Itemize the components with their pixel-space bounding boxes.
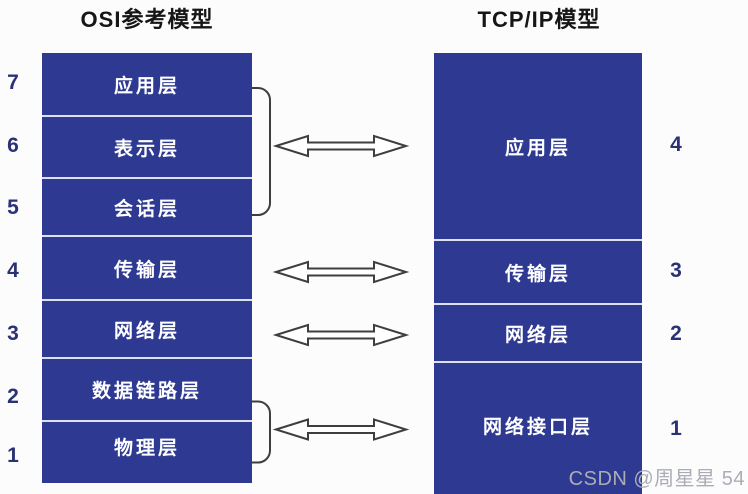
osi-layer-number: 6: [7, 134, 19, 157]
osi-layer-number: 5: [7, 196, 19, 219]
tcpip-layer-number: 1: [670, 416, 682, 440]
tcpip-layer-row: 传输层: [434, 239, 642, 303]
osi-layer-row: 数据链路层: [42, 357, 252, 420]
osi-layer-number: 2: [7, 384, 19, 408]
osi-model-stack: 应用层表示层会话层传输层网络层数据链路层物理层: [42, 53, 252, 483]
osi-layer-number: 1: [7, 443, 19, 467]
tcpip-layer-number: 2: [670, 322, 682, 345]
tcpip-layer-number: 4: [670, 133, 682, 156]
csdn-watermark: CSDN @周星星 54: [568, 468, 745, 490]
mapping-double-arrow: [272, 134, 410, 158]
tcpip-layer-row: 网络接口层: [434, 361, 642, 488]
osi-layer-number: 4: [7, 259, 19, 282]
tcpip-model-stack: 应用层传输层网络层网络接口层: [434, 53, 642, 494]
tcpip-model-title: TCP/IP模型: [477, 7, 601, 32]
osi-layer-number: 7: [7, 71, 19, 94]
osi-layer-number: 3: [7, 322, 19, 345]
osi-group-bracket: [252, 87, 271, 216]
mapping-double-arrow: [272, 418, 410, 441]
mapping-double-arrow: [272, 323, 410, 347]
osi-layer-row: 表示层: [42, 115, 252, 177]
tcpip-layer-row: 网络层: [434, 303, 642, 361]
osi-layer-row: 传输层: [42, 235, 252, 299]
osi-layer-row: 物理层: [42, 420, 252, 471]
osi-layer-row: 网络层: [42, 299, 252, 357]
osi-layer-row: 会话层: [42, 177, 252, 235]
osi-model-title: OSI参考模型: [80, 7, 214, 32]
tcpip-layer-row: 应用层: [504, 137, 571, 159]
tcpip-layer-number: 3: [670, 259, 682, 282]
mapping-double-arrow: [272, 260, 410, 284]
osi-layer-row: 应用层: [113, 75, 180, 97]
osi-group-bracket: [252, 400, 271, 464]
